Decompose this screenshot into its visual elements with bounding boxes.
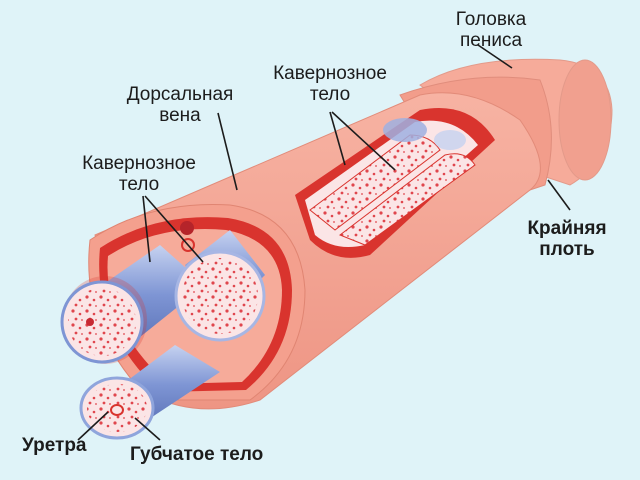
leader-cavernous-top-b [331, 111, 396, 171]
label-dorsal-vein-line1: Дорсальная [126, 84, 234, 105]
label-cavernous-top-line2: тело [309, 84, 351, 105]
label-glans-line2: пениса [459, 30, 523, 51]
label-cavernous-left-line2: тело [118, 174, 160, 195]
label-dorsal-vein: Дорсальная вена [110, 84, 250, 126]
label-dorsal-vein-line2: вена [159, 105, 201, 126]
label-cavernous-top: Кавернозное тело [255, 63, 405, 105]
leader-dorsal-vein [217, 112, 238, 191]
leader-foreskin [547, 179, 571, 211]
label-urethra: Уретра [22, 435, 87, 456]
label-foreskin-line2: плоть [539, 239, 595, 260]
leader-cavernous-left-a [142, 195, 151, 263]
leader-cavernous-top-a [329, 111, 346, 166]
label-foreskin: Крайняя плоть [517, 218, 617, 260]
cavernous-cross-right [174, 230, 266, 342]
leader-cavernous-left-b [144, 195, 204, 263]
label-cavernous-left: Кавернозное тело [64, 153, 214, 195]
cavernous-tube-left [60, 245, 205, 364]
label-cavernous-left-line1: Кавернозное [82, 153, 196, 174]
label-cavernous-top-line1: Кавернозное [273, 63, 387, 84]
leader-urethra [77, 411, 109, 441]
label-glans: Головка пениса [437, 9, 545, 51]
label-spongy-body: Губчатое тело [130, 444, 264, 465]
spongy-body-tube [79, 345, 220, 440]
leader-glans [477, 44, 513, 69]
label-foreskin-line1: Крайняя [527, 218, 607, 239]
longitudinal-cut [295, 108, 495, 258]
label-glans-line1: Головка [455, 9, 527, 30]
leader-lines [77, 44, 571, 441]
leader-spongy-body [134, 417, 161, 441]
